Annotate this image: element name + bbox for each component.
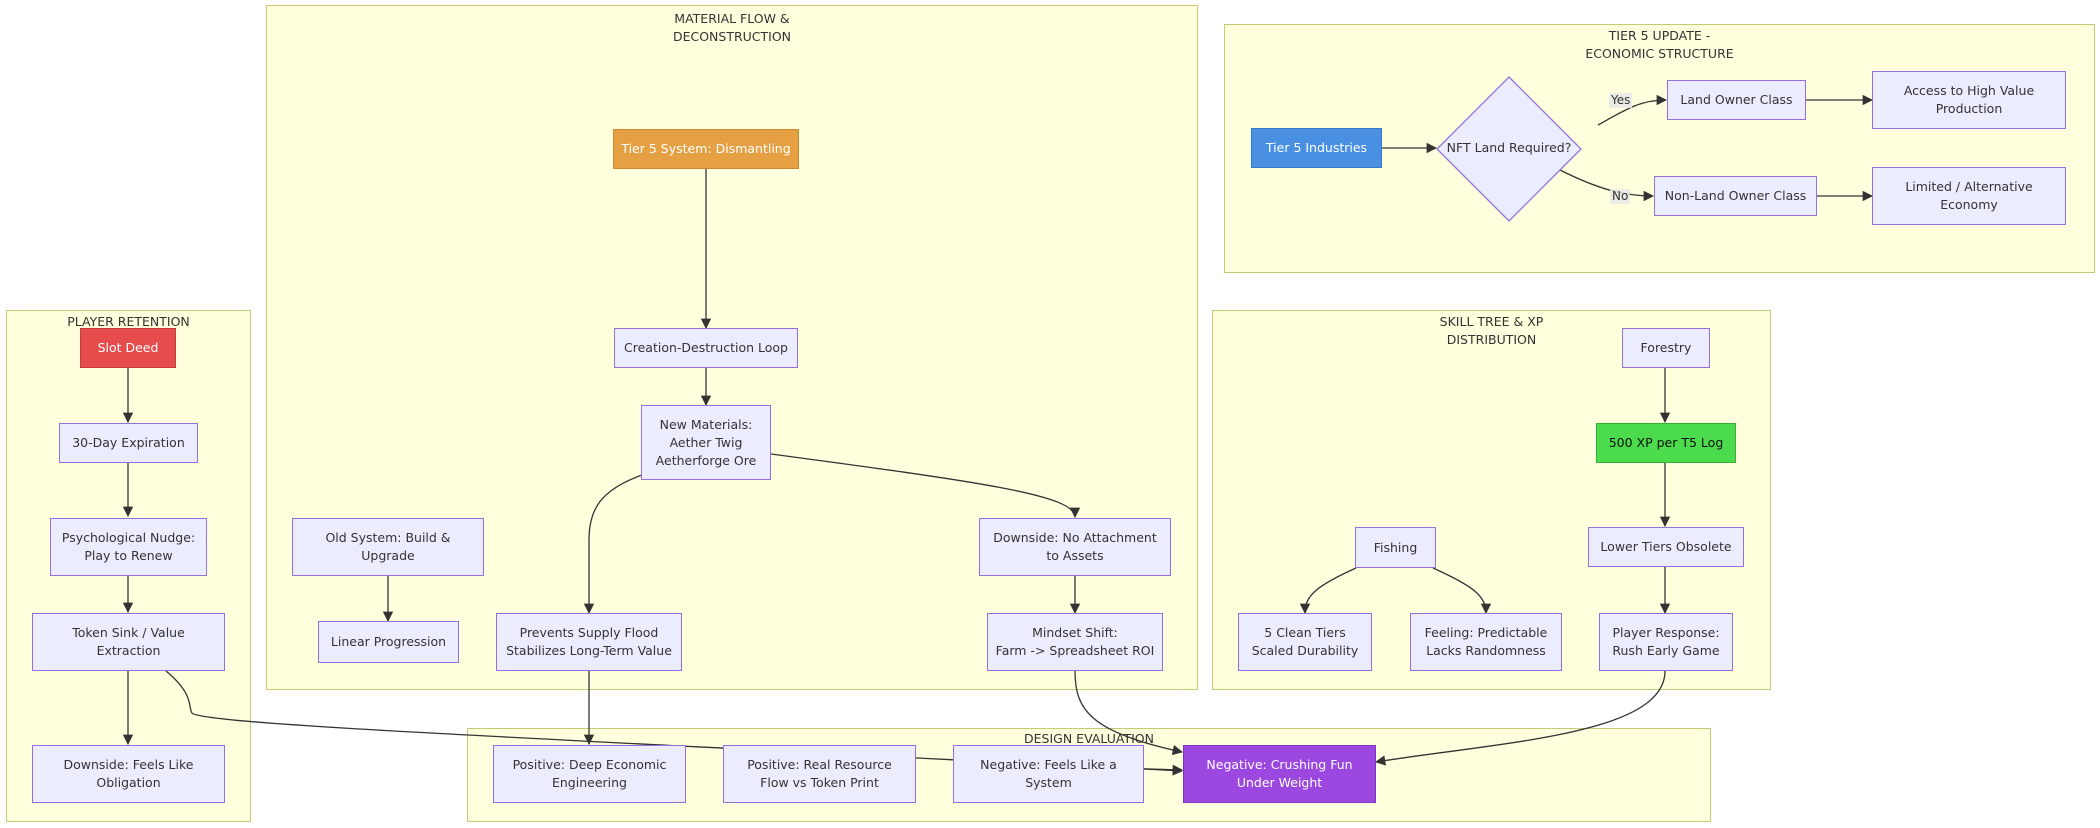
edge-rush-crushing [1374,670,1666,766]
edge-fishing-predictable [1432,567,1492,615]
edge-label-yes: Yes [1609,93,1633,108]
edge-mindset-crushing [1074,670,1184,756]
node-rush[interactable]: Player Response: Rush Early Game [1599,613,1733,671]
cluster-title-tier5: TIER 5 UPDATE - ECONOMIC STRUCTURE [1585,28,1734,61]
edge-materials-prevents [583,474,643,615]
node-old-system[interactable]: Old System: Build & Upgrade [292,518,484,576]
node-mindset[interactable]: Mindset Shift: Farm -> Spreadsheet ROI [987,613,1163,671]
node-fishing[interactable]: Fishing [1355,527,1436,568]
node-real-resource[interactable]: Positive: Real Resource Flow vs Token Pr… [723,745,916,803]
node-land-owner[interactable]: Land Owner Class [1667,80,1806,120]
node-new-materials[interactable]: New Materials: Aether Twig Aetherforge O… [641,405,771,480]
node-crushing[interactable]: Negative: Crushing Fun Under Weight [1183,745,1376,803]
node-xp[interactable]: 500 XP per T5 Log [1596,423,1736,463]
node-feels-system[interactable]: Negative: Feels Like a System [953,745,1144,803]
cluster-title-material-flow: MATERIAL FLOW & DECONSTRUCTION [672,11,792,44]
node-obsolete[interactable]: Lower Tiers Obsolete [1588,527,1744,567]
node-forestry[interactable]: Forestry [1622,328,1710,368]
cluster-title-skill: SKILL TREE & XP DISTRIBUTION [1439,314,1544,347]
node-linear[interactable]: Linear Progression [318,621,459,663]
edge-feelssystem-crushing [1143,765,1184,776]
cluster-title-retention: PLAYER RETENTION [67,314,190,329]
node-no-attachment[interactable]: Downside: No Attachment to Assets [979,518,1171,576]
node-expiration[interactable]: 30-Day Expiration [59,423,198,463]
node-prevents-flood[interactable]: Prevents Supply Flood Stabilizes Long-Te… [496,613,682,671]
node-clean-tiers[interactable]: 5 Clean Tiers Scaled Durability [1238,613,1372,671]
edge-materials-noattach [770,453,1081,519]
node-token-sink[interactable]: Token Sink / Value Extraction [32,613,225,671]
node-creation-loop[interactable]: Creation-Destruction Loop [614,328,798,368]
node-deep-econ[interactable]: Positive: Deep Economic Engineering [493,745,686,803]
cluster-title-evaluation: DESIGN EVALUATION [1024,731,1154,746]
node-nft-land-diamond[interactable] [1436,76,1582,222]
node-limited[interactable]: Limited / Alternative Economy [1872,167,2066,225]
node-obligation[interactable]: Downside: Feels Like Obligation [32,745,225,803]
node-dismantling[interactable]: Tier 5 System: Dismantling [613,129,799,169]
node-slot-deed[interactable]: Slot Deed [80,328,176,368]
node-high-value[interactable]: Access to High Value Production [1872,71,2066,129]
node-predictable[interactable]: Feeling: Predictable Lacks Randomness [1410,613,1562,671]
edge-fishing-clean [1299,567,1357,615]
edge-label-no: No [1610,189,1631,204]
node-t5-industries[interactable]: Tier 5 Industries [1251,128,1382,168]
node-nudge[interactable]: Psychological Nudge: Play to Renew [50,518,207,576]
node-non-land[interactable]: Non-Land Owner Class [1654,176,1817,216]
node-nft-land-label: NFT Land Required? [1446,140,1572,155]
